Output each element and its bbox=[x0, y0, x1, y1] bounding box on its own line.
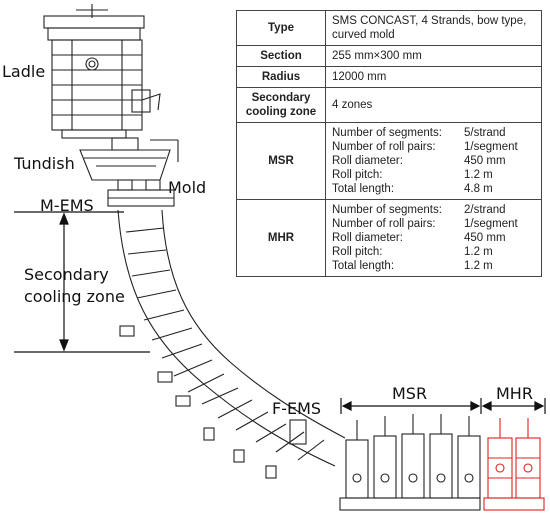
row-key: Type bbox=[236, 10, 326, 46]
row-value: 12000 mm bbox=[325, 66, 542, 88]
mhr-details: Number of segments:2/strand Number of ro… bbox=[325, 199, 542, 277]
list-item: Number of segments:2/strand bbox=[332, 204, 506, 216]
list-item: Roll pitch:1.2 m bbox=[332, 246, 493, 258]
table-row: Type SMS CONCAST, 4 Strands, bow type, c… bbox=[236, 10, 542, 46]
list-item: Roll pitch:1.2 m bbox=[332, 169, 493, 181]
f-ems-label: F-EMS bbox=[272, 399, 322, 418]
table-row: Secondary cooling zone 4 zones bbox=[236, 87, 542, 123]
specification-table: Type SMS CONCAST, 4 Strands, bow type, c… bbox=[236, 10, 542, 277]
table-row-mhr: MHR Number of segments:2/strand Number o… bbox=[236, 199, 542, 277]
list-item: Total length:4.8 m bbox=[332, 183, 493, 195]
row-value: SMS CONCAST, 4 Strands, bow type, curved… bbox=[325, 10, 542, 46]
mold-label: Mold bbox=[168, 178, 207, 197]
mold-drawing bbox=[107, 179, 175, 207]
secondary-cooling-zone-label-line1: Secondary bbox=[24, 265, 109, 284]
row-key: MSR bbox=[236, 122, 326, 200]
msr-segments bbox=[339, 414, 481, 511]
list-item: Total length:1.2 m bbox=[332, 260, 493, 272]
mhr-segments bbox=[483, 418, 545, 511]
table-row: Radius 12000 mm bbox=[236, 66, 542, 88]
ladle-drawing bbox=[43, 4, 161, 139]
curved-strand bbox=[117, 209, 346, 479]
row-value: 4 zones bbox=[325, 87, 542, 123]
row-key: MHR bbox=[236, 199, 326, 277]
row-value: 255 mm×300 mm bbox=[325, 45, 542, 67]
list-item: Roll diameter:450 mm bbox=[332, 155, 506, 167]
table-row: Section 255 mm×300 mm bbox=[236, 45, 542, 67]
row-key: Radius bbox=[236, 66, 326, 88]
msr-details: Number of segments:5/strand Number of ro… bbox=[325, 122, 542, 200]
mhr-label: MHR bbox=[496, 384, 533, 403]
tundish-drawing bbox=[79, 137, 179, 181]
list-item: Number of roll pairs:1/segment bbox=[332, 141, 518, 153]
ladle-label: Ladle bbox=[2, 62, 46, 81]
row-key: Secondary cooling zone bbox=[236, 87, 326, 123]
tundish-label: Tundish bbox=[14, 154, 75, 173]
table-row-msr: MSR Number of segments:5/strand Number o… bbox=[236, 122, 542, 200]
list-item: Number of segments:5/strand bbox=[332, 127, 506, 139]
m-ems-label: M-EMS bbox=[40, 196, 94, 215]
msr-label: MSR bbox=[392, 384, 428, 403]
list-item: Roll diameter:450 mm bbox=[332, 232, 506, 244]
list-item: Number of roll pairs:1/segment bbox=[332, 218, 518, 230]
row-key: Section bbox=[236, 45, 326, 67]
secondary-cooling-zone-label-line2: cooling zone bbox=[24, 287, 125, 306]
